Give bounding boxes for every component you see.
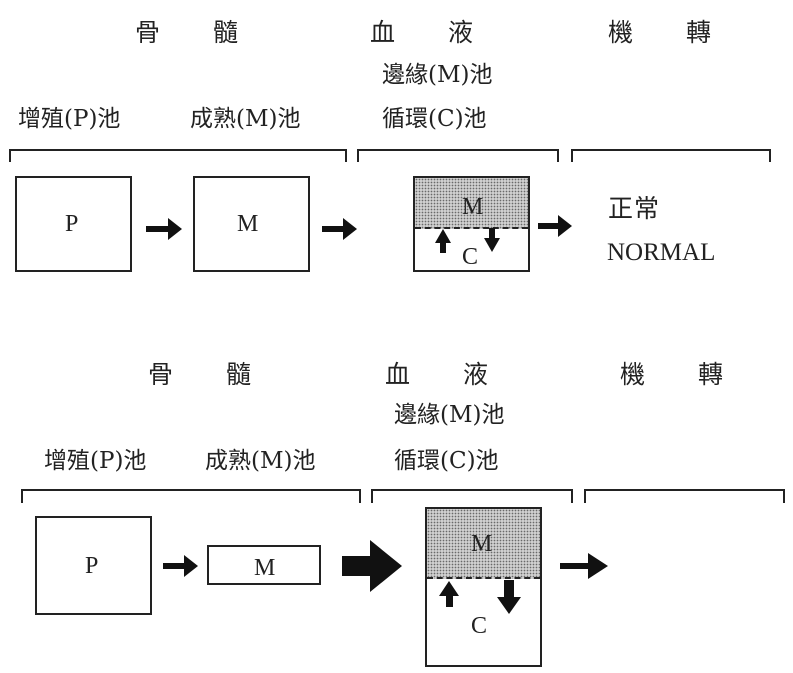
blood-bracket <box>357 149 559 162</box>
maturing-pool-label: 成熟(M)池 <box>190 106 301 132</box>
proliferating-pool-label: 增殖(P)池 <box>18 106 121 132</box>
bone-marrow-heading: 骨 髓 <box>135 18 240 47</box>
arrow-down-icon <box>497 580 521 614</box>
bone-marrow-bracket <box>21 489 361 503</box>
arrow-up-icon <box>435 229 451 253</box>
marginal-region <box>427 509 540 579</box>
circulating-box-label: C <box>462 244 479 270</box>
marginal-pool-label: 邊緣(M)池 <box>394 402 505 428</box>
circulating-pool-label: 循環(C)池 <box>382 106 487 132</box>
outcome-english: NORMAL <box>607 239 716 266</box>
arrow-down-icon <box>484 228 500 252</box>
arrow-right-icon <box>163 555 198 577</box>
maturing-pool-box: M <box>207 545 321 585</box>
blood-pool-box: M C <box>425 507 542 667</box>
bone-marrow-heading: 骨 髓 <box>148 360 253 389</box>
proliferating-pool-box: P <box>35 516 152 615</box>
circulating-box-label: C <box>471 613 488 639</box>
maturing-pool-label: 成熟(M)池 <box>205 448 316 474</box>
arrow-right-icon <box>146 218 182 240</box>
arrow-right-icon <box>342 540 402 592</box>
maturing-box-label: M <box>237 211 259 237</box>
proliferating-pool-box: P <box>15 176 132 272</box>
proliferating-box-label: P <box>85 553 99 579</box>
arrow-up-icon <box>439 581 459 607</box>
arrow-right-icon <box>538 215 572 237</box>
marginal-pool-label: 邊緣(M)池 <box>382 62 493 88</box>
outcome-chinese: 正常 <box>608 194 661 223</box>
maturing-pool-box: M <box>193 176 310 272</box>
blood-heading: 血 液 <box>370 18 475 47</box>
arrow-right-icon <box>560 553 608 579</box>
proliferating-box-label: P <box>65 211 79 237</box>
blood-pool-box: M C <box>413 176 530 272</box>
marginal-box-label: M <box>471 531 493 557</box>
mechanism-bracket <box>571 149 771 162</box>
marginal-region <box>415 178 528 229</box>
marginal-box-label: M <box>462 194 484 220</box>
arrow-right-icon <box>322 218 357 240</box>
proliferating-pool-label: 增殖(P)池 <box>44 448 147 474</box>
mechanism-bracket <box>584 489 785 503</box>
mechanism-heading: 機 轉 <box>620 360 725 389</box>
maturing-box-label: M <box>254 555 276 581</box>
bone-marrow-bracket <box>9 149 347 162</box>
mechanism-heading: 機 轉 <box>608 18 713 47</box>
blood-bracket <box>371 489 573 503</box>
circulating-pool-label: 循環(C)池 <box>394 448 499 474</box>
blood-heading: 血 液 <box>385 360 490 389</box>
